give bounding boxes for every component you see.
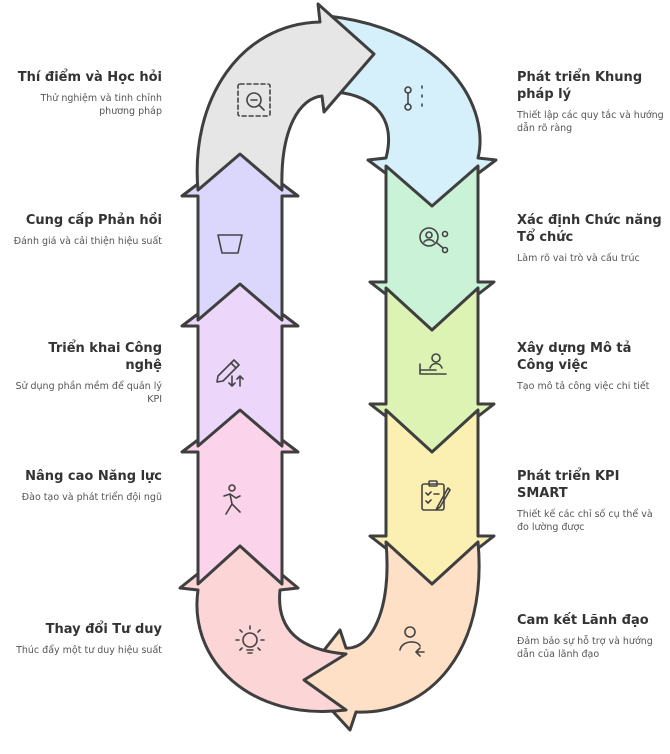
step-title: Triển khai Công nghệ [48,341,162,373]
step-title: Thay đổi Tư duy [45,622,162,637]
step-title: Nâng cao Năng lực [25,469,162,484]
bucket-icon [217,234,243,254]
step-title: Cam kết Lãnh đạo [517,613,649,628]
step-title: Xác định Chức năng Tổ chức [517,213,662,245]
step-description: Sử dụng phần mềm để quản lý KPI [15,381,162,405]
step-description: Đánh giá và cải thiện hiệu suất [13,236,162,247]
step-description: Thiết lập các quy tắc và hướng dẫn rõ rà… [517,110,664,134]
step-title: Cung cấp Phản hồi [25,213,162,228]
leader-support-icon [399,626,425,657]
step-description: Thiết kế các chỉ số cụ thể và đo lường đ… [517,509,653,533]
step-title: Xây dựng Mô tả Công việc [517,341,632,373]
step-arrow-tu-duy [178,538,348,713]
step-label-cong-nghe: Triển khai Công nghệ Sử dụng phần mềm để… [12,340,162,406]
step-arrow-kpi [368,408,496,586]
flow-toggle-icon [404,85,423,111]
lightbulb-gear-icon [235,625,265,654]
step-label-kpi: Phát triển KPI SMART Thiết kế các chỉ số… [517,468,667,534]
step-label-tu-duy: Thay đổi Tư duy Thúc đẩy một tư duy hiệu… [12,621,162,657]
step-title: Thí điểm và Học hỏi [17,70,162,85]
step-description: Đào tạo và phát triển đội ngũ [21,492,162,503]
step-description: Thử nghiệm và tinh chỉnh phương pháp [40,93,162,117]
step-label-cam-ket: Cam kết Lãnh đạo Đảm bảo sự hỗ trợ và hư… [517,612,667,661]
step-title: Phát triển Khung pháp lý [517,70,643,102]
step-title: Phát triển KPI SMART [517,469,620,501]
pencil-sort-icon [216,359,244,387]
step-label-phan-hoi: Cung cấp Phản hồi Đánh giá và cải thiện … [12,212,162,248]
step-label-mo-ta: Xây dựng Mô tả Công việc Tạo mô tả công … [517,340,667,393]
step-arrow-phap-ly [326,14,498,210]
step-label-thi-diem: Thí điểm và Học hỏi Thử nghiệm và tinh c… [12,69,162,118]
step-description: Tạo mô tả công việc chi tiết [517,381,650,392]
job-desk-icon [419,353,447,375]
step-arrow-thi-diem [195,2,376,192]
step-arrow-cam-ket [300,540,481,732]
step-description: Làm rõ vai trò và cấu trúc [517,253,640,264]
zoom-out-icon [237,83,271,117]
step-label-to-chuc: Xác định Chức năng Tổ chức Làm rõ vai tr… [517,212,667,265]
step-arrow-phan-hoi [180,150,300,322]
org-role-icon [419,227,449,254]
step-arrow-to-chuc [368,164,496,332]
step-description: Thúc đẩy một tư duy hiệu suất [16,645,162,656]
step-label-nang-luc: Nâng cao Năng lực Đào tạo và phát triển … [12,468,162,504]
running-person-icon [223,484,241,515]
step-description: Đảm bảo sự hỗ trợ và hướng dẫn của lãnh … [517,636,653,660]
step-arrow-cong-nghe [180,280,300,448]
step-label-phap-ly: Phát triển Khung pháp lý Thiết lập các q… [517,69,667,135]
checklist-pen-icon [421,480,451,511]
